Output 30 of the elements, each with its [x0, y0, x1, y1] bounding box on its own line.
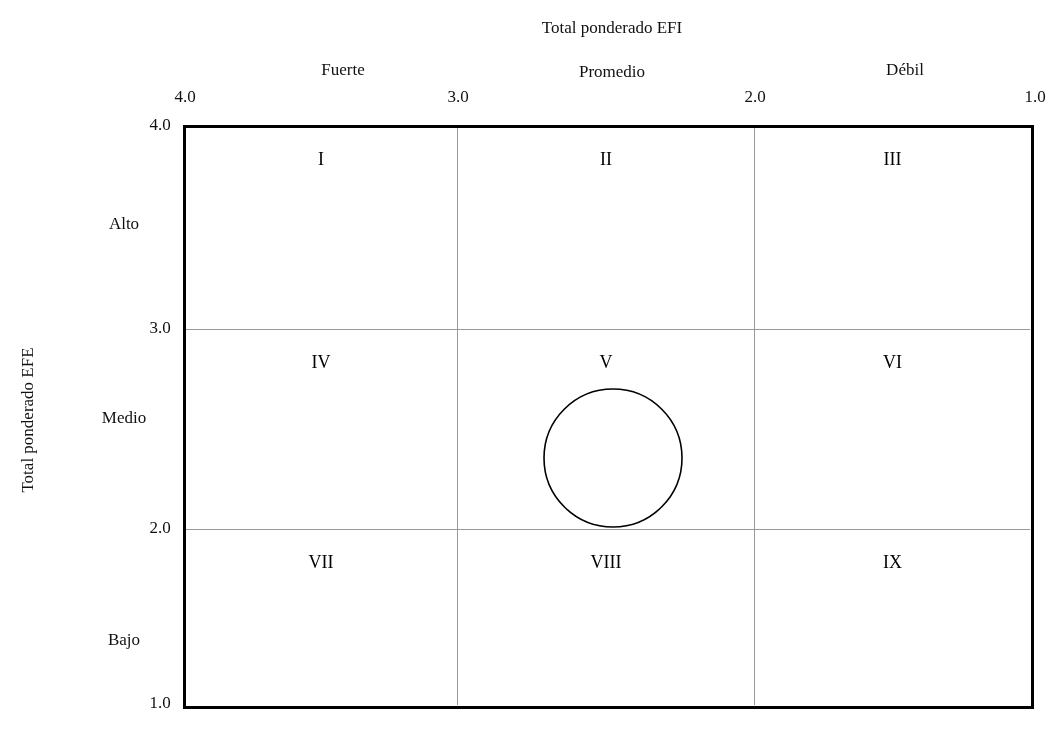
position-circle — [543, 388, 683, 528]
cell-numeral: I — [318, 149, 324, 170]
axis-category: Alto — [108, 214, 140, 234]
matrix-cell — [458, 127, 755, 330]
tick-label: 1.0 — [149, 693, 171, 713]
cell-numeral: VI — [883, 352, 902, 373]
tick-label: 3.0 — [149, 318, 171, 338]
tick-label: 4.0 — [174, 87, 196, 107]
tick-label: 2.0 — [149, 518, 171, 538]
axis-category: Bajo — [107, 630, 141, 650]
cell-numeral: V — [599, 352, 613, 373]
cell-numeral: II — [600, 149, 612, 170]
tick-label: 2.0 — [744, 87, 766, 107]
axis-title: Total ponderado EFE — [18, 347, 38, 493]
cell-numeral: IV — [311, 352, 331, 373]
cell-numeral: III — [883, 149, 902, 170]
matrix-cell — [185, 127, 458, 330]
axis-category: Débil — [886, 60, 924, 80]
tick-label: 1.0 — [1024, 87, 1046, 107]
tick-label: 3.0 — [447, 87, 469, 107]
matrix-cell — [458, 330, 755, 530]
cell-numeral: IX — [883, 552, 902, 573]
axis-category: Medio — [101, 408, 147, 428]
axis-title: Total ponderado EFI — [541, 18, 683, 38]
tick-label: 4.0 — [149, 115, 171, 135]
axis-category: Promedio — [578, 62, 646, 82]
cell-numeral: VIII — [590, 552, 622, 573]
matrix-cell — [185, 330, 458, 530]
cell-numeral: VII — [308, 552, 334, 573]
axis-category: Fuerte — [321, 60, 365, 80]
